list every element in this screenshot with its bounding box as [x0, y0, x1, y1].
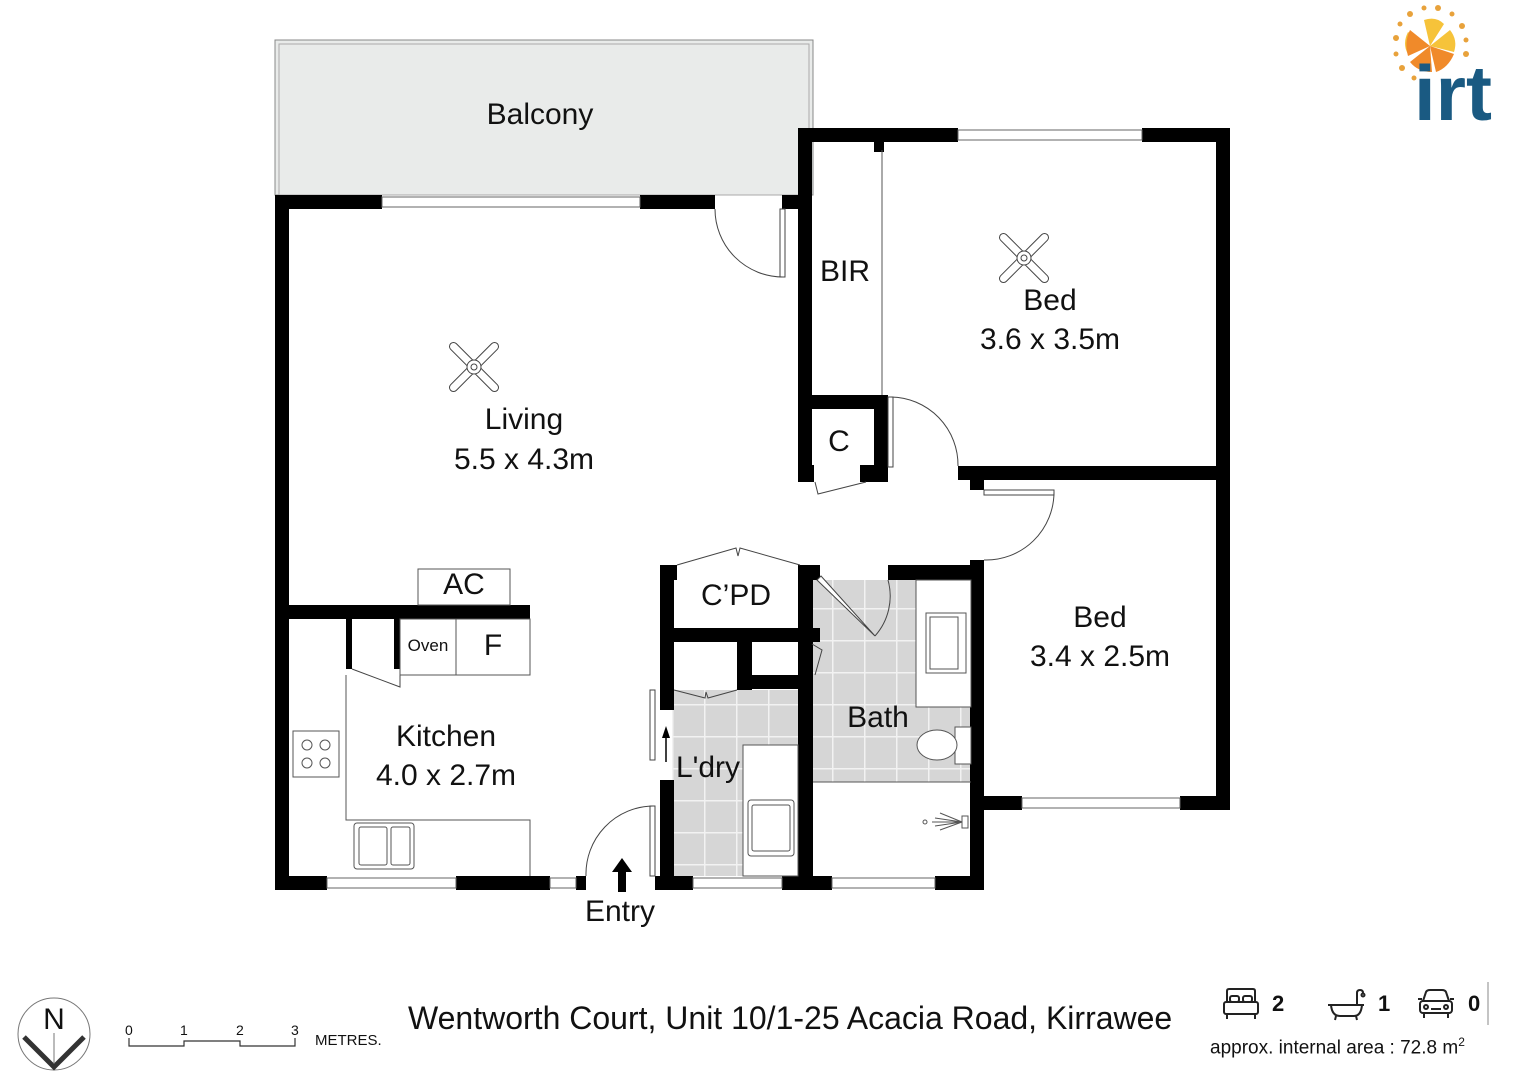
room-dims-bed2: 3.4 x 2.5m: [1029, 640, 1171, 673]
ceiling-fan-icon-bed1: [998, 232, 1050, 284]
north-compass-icon: [17, 997, 91, 1071]
property-stats: 2 1 0: [1222, 984, 1492, 1024]
appliance-label-oven: Oven: [407, 636, 449, 655]
room-dims-bed1: 3.6 x 3.5m: [979, 323, 1121, 356]
scale-unit-label: METRES.: [315, 1032, 382, 1049]
laundry-arrow-icon: [662, 726, 670, 762]
room-label-bed2: Bed: [1073, 601, 1127, 634]
scale-tick-3: 3: [291, 1022, 299, 1038]
stat-bathrooms-value: 1: [1378, 991, 1391, 1016]
room-label-laundry: L'dry: [675, 751, 741, 784]
stat-bedrooms-value: 2: [1272, 991, 1285, 1016]
doors: [351, 208, 1055, 877]
appliance-label-fridge: F: [483, 629, 503, 662]
compass-north-label: N: [43, 1003, 65, 1036]
windows: [326, 129, 1181, 889]
scale-tick-0: 0: [125, 1022, 133, 1038]
stat-bedrooms: 2: [1222, 984, 1284, 1024]
walls: [275, 128, 1230, 890]
balcony-area: [274, 39, 814, 196]
room-label-kitchen: Kitchen: [395, 720, 497, 753]
sun-logo-icon: irt: [1393, 5, 1492, 137]
room-label-closet: C: [828, 425, 850, 458]
irt-logo: irt: [1378, 2, 1518, 137]
property-address: Wentworth Court, Unit 10/1-25 Acacia Roa…: [408, 1000, 1173, 1036]
scale-tick-2: 2: [236, 1022, 244, 1038]
internal-area-label: approx. internal area : 72.8 m: [1210, 1037, 1459, 1059]
entry-arrow-icon: [612, 858, 632, 892]
room-label-balcony: Balcony: [486, 98, 594, 131]
svg-text:irt: irt: [1414, 49, 1492, 128]
appliance-label-ac: AC: [443, 568, 485, 601]
bed-icon: [1223, 988, 1259, 1019]
room-dims-kitchen: 4.0 x 2.7m: [375, 759, 517, 792]
scale-tick-1: 1: [180, 1022, 188, 1038]
stat-parking-value: 0: [1468, 991, 1481, 1016]
entry-label: Entry: [584, 895, 656, 928]
internal-area-unit-sup: 2: [1458, 1035, 1465, 1049]
scale-bar: [128, 1038, 296, 1047]
room-label-bath: Bath: [847, 701, 909, 734]
bath-icon: [1328, 988, 1366, 1021]
internal-area: approx. internal area : 72.8 m2: [1210, 1035, 1465, 1059]
room-label-bed1: Bed: [1023, 284, 1077, 317]
room-label-living: Living: [484, 403, 564, 436]
room-dims-living: 5.5 x 4.3m: [453, 443, 595, 476]
car-icon: [1418, 989, 1454, 1018]
ceiling-fan-icon-living: [448, 341, 500, 393]
fixtures: [292, 150, 972, 877]
room-label-bir: BIR: [819, 255, 870, 288]
stat-bathrooms: 1: [1326, 984, 1390, 1024]
stat-parking: 0: [1416, 984, 1480, 1024]
room-label-cpd: C’PD: [700, 579, 771, 612]
